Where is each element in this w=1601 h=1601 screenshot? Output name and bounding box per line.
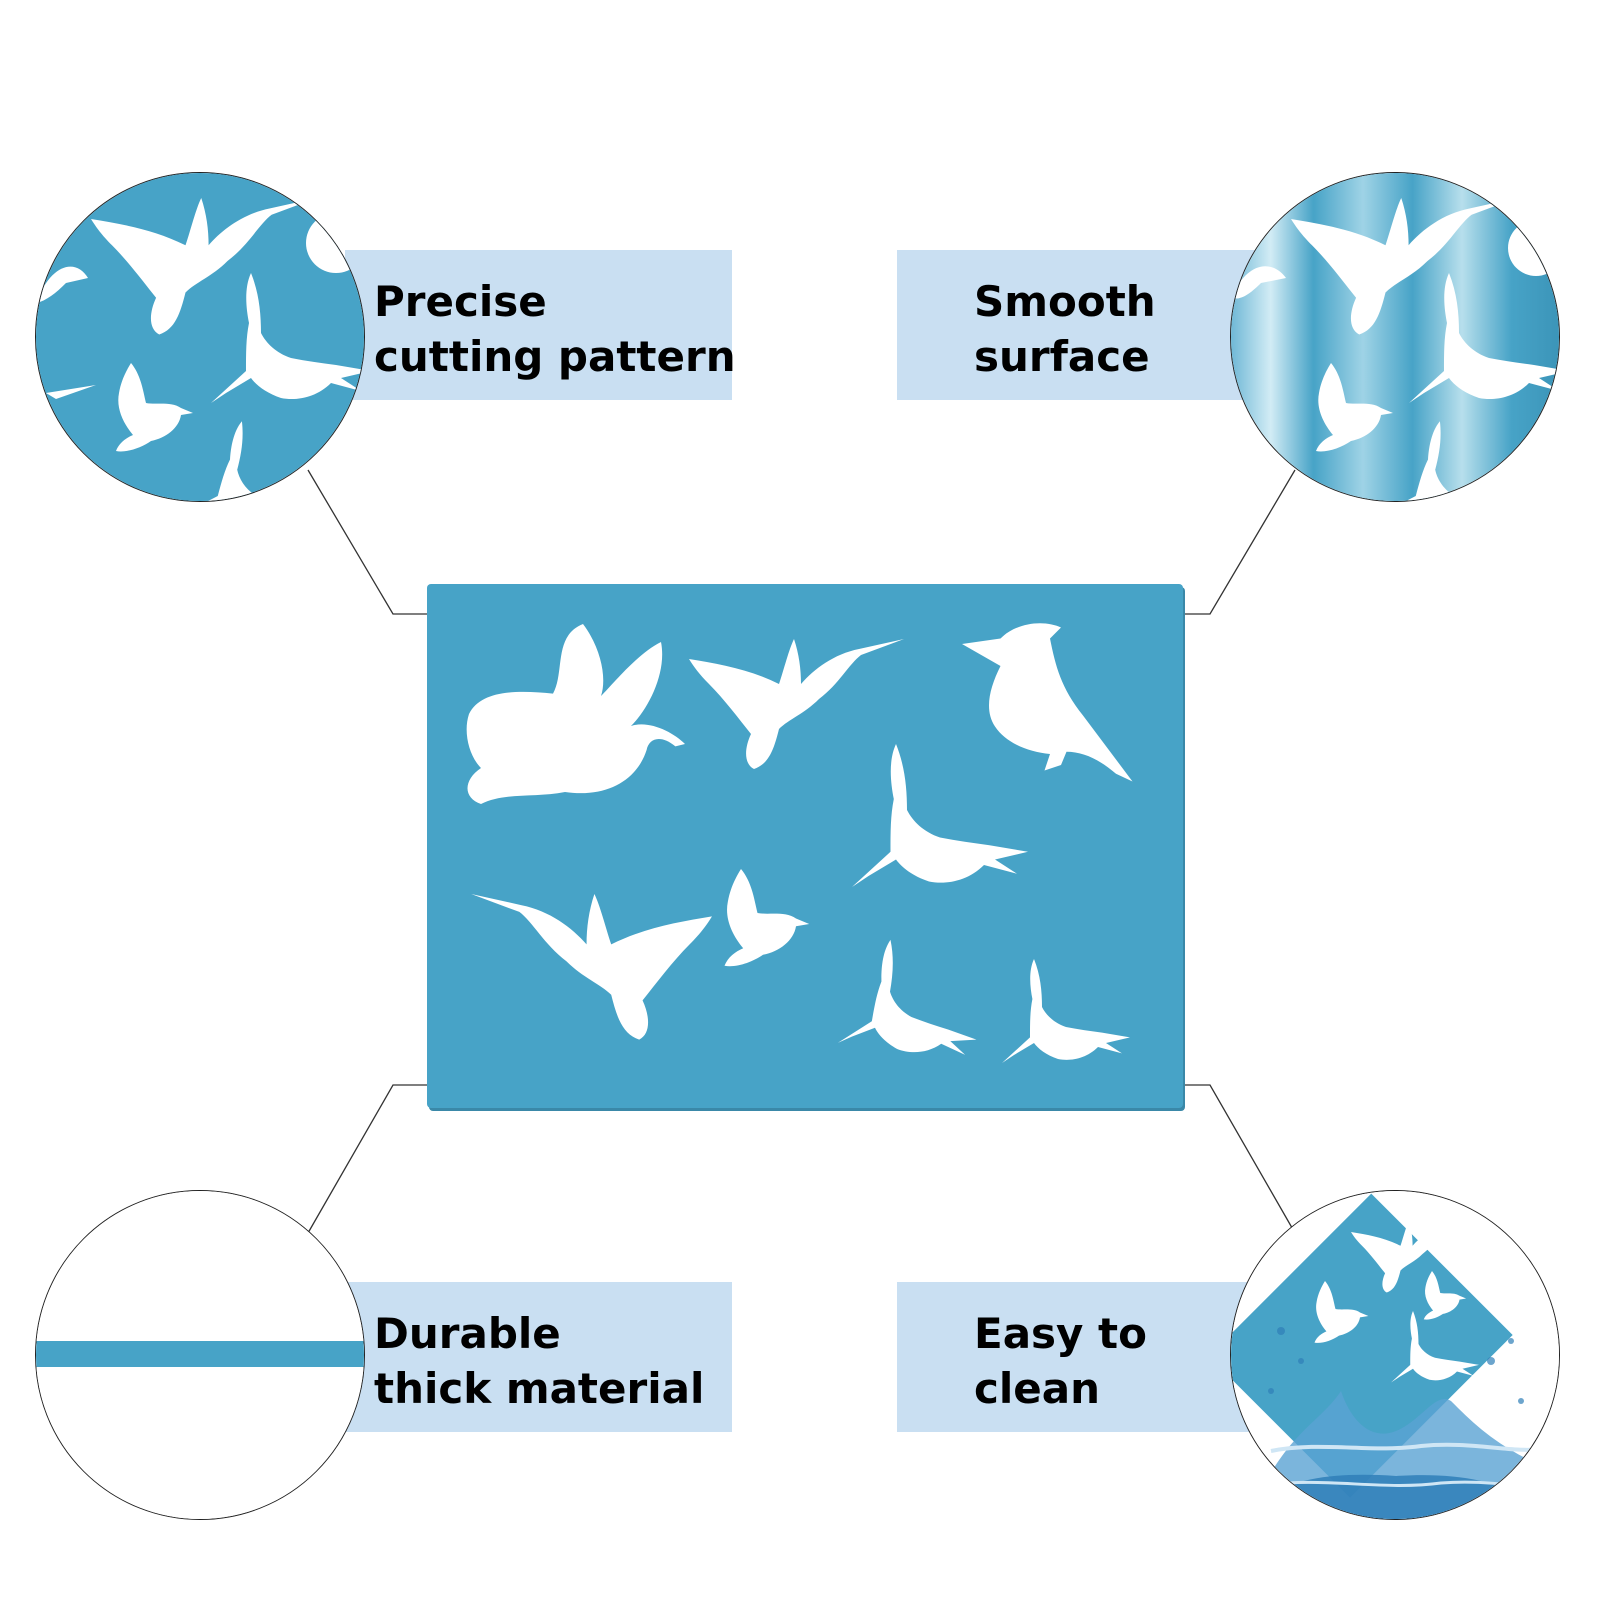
large-hummingbird-cutout bbox=[471, 894, 712, 1040]
dove-cutout bbox=[466, 624, 685, 804]
closeup-surface-circle bbox=[1230, 172, 1560, 502]
feature-label-precise: Precise cutting pattern bbox=[374, 274, 736, 384]
small-dove-cutout bbox=[724, 869, 810, 967]
label-box-precise bbox=[345, 250, 732, 400]
label-box-clean bbox=[897, 1282, 1257, 1432]
feature-label-durable: Durable thick material bbox=[374, 1306, 704, 1416]
hummingbird-cutout bbox=[689, 639, 904, 769]
tiny-hummingbird-cutout bbox=[1002, 959, 1130, 1063]
closeup-clean-circle bbox=[1230, 1190, 1560, 1520]
small-hummingbird-cutout bbox=[837, 934, 991, 1067]
glossy-surface-closeup-icon bbox=[1231, 173, 1559, 501]
hovering-hummingbird-cutout bbox=[852, 744, 1028, 887]
feature-line: cutting pattern bbox=[374, 332, 736, 381]
feature-line: thick material bbox=[374, 1364, 705, 1413]
bird-pattern-closeup-icon bbox=[36, 173, 364, 501]
feature-label-clean: Easy to clean bbox=[974, 1306, 1147, 1416]
label-box-durable bbox=[345, 1282, 732, 1432]
feature-line: Precise bbox=[374, 277, 547, 326]
bird-stencil-sheet bbox=[427, 584, 1183, 1108]
closeup-thickness-circle bbox=[35, 1190, 365, 1520]
feature-line: Smooth bbox=[974, 277, 1156, 326]
stencil-bird-cutouts bbox=[466, 623, 1133, 1067]
material-thickness-crosssection-icon bbox=[36, 1191, 364, 1519]
feature-line: clean bbox=[974, 1364, 1101, 1413]
feature-line: surface bbox=[974, 332, 1150, 381]
feature-line: Easy to bbox=[974, 1309, 1147, 1358]
feature-line: Durable bbox=[374, 1309, 561, 1358]
label-box-smooth bbox=[897, 250, 1257, 400]
closeup-pattern-circle bbox=[35, 172, 365, 502]
feature-label-smooth: Smooth surface bbox=[974, 274, 1156, 384]
perched-bird-cutout bbox=[962, 623, 1133, 782]
water-splash-icon bbox=[1231, 1191, 1559, 1519]
